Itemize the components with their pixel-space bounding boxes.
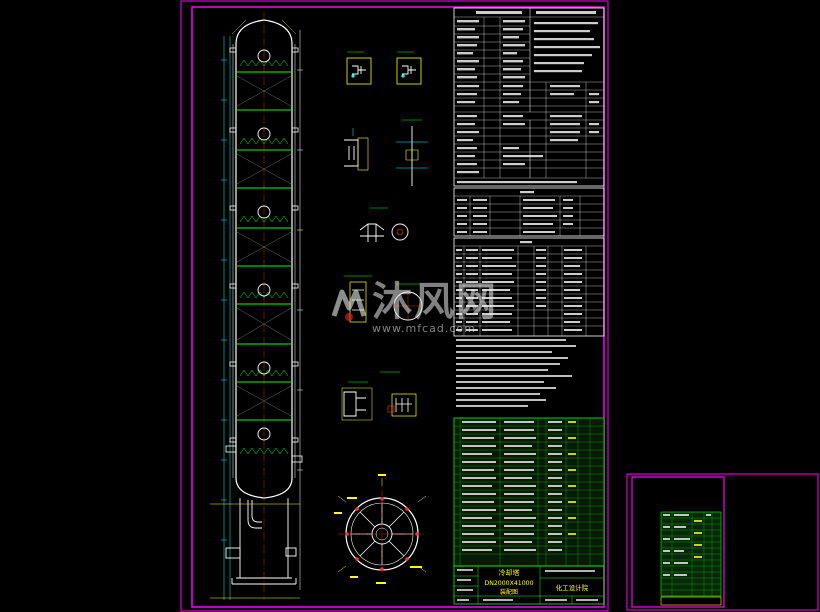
title-sheet-name: 装配图 [500,588,518,596]
connection-table [453,237,605,337]
detail-a [346,51,372,85]
watermark-logo-icon [331,289,367,321]
title-block: 冷却塔 DN2000X41000 装配图 化工设计院 [453,565,605,605]
detail-b [396,51,422,85]
detail-d [396,119,428,186]
title-equipment-name: 冷却塔 [499,568,520,577]
detail-g [393,283,423,321]
design-data-table [453,7,605,187]
detail-views [341,51,428,421]
title-spec: DN2000X41000 [484,580,533,587]
tower-elevation [210,12,303,600]
nozzle-table [453,187,605,237]
watermark-brand: 沐风网 [372,279,498,325]
detail-i [380,371,417,417]
watermark: 沐风网 www.mfcad.com [372,282,498,335]
detail-h [341,381,373,421]
plan-view-ring [334,474,427,584]
title-design-unit: 化工设计院 [556,583,589,592]
outer-sheet-border [180,0,609,612]
watermark-url: www.mfcad.com [372,322,476,335]
detail-c [344,128,369,171]
parts-list-table [453,417,605,567]
detail-e [359,207,409,242]
secondary-sheet [626,473,819,611]
technical-notes [456,339,576,407]
